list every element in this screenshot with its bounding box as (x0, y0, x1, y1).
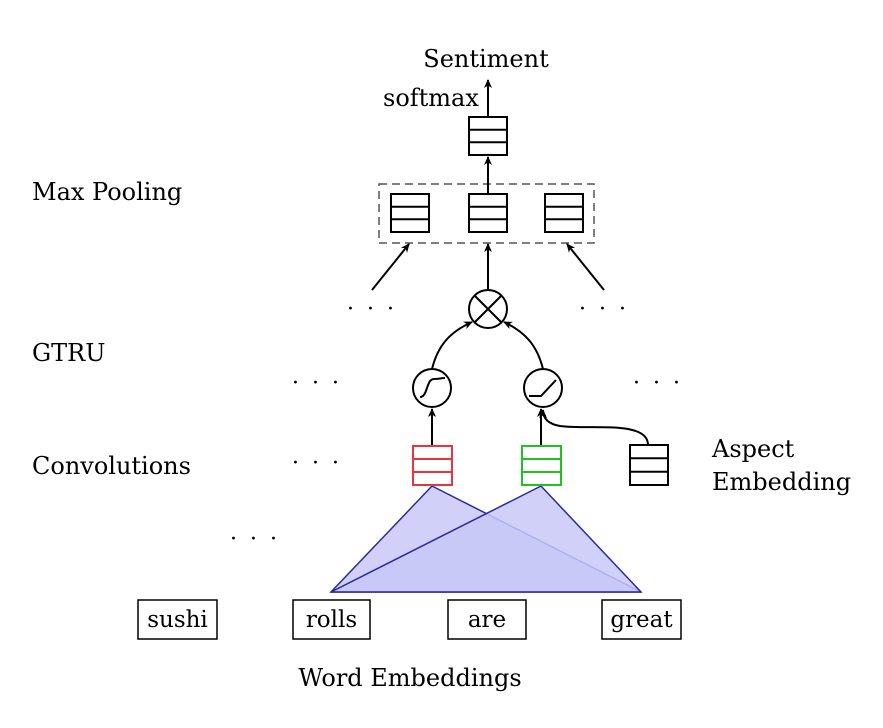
multiply-icon (468, 289, 508, 329)
ellipsis-gtru-right: · · · (633, 371, 683, 396)
ellipsis-pool-left: · · · (347, 297, 397, 322)
ellipsis-pool-right: · · · (579, 297, 629, 322)
word-text: great (610, 607, 673, 633)
gtru-label: GTRU (32, 339, 105, 367)
word-text: sushi (147, 607, 208, 633)
sentiment-label: Sentiment (423, 45, 549, 73)
pooled-vector-center (468, 193, 508, 233)
tanh-gate-icon (412, 368, 452, 408)
max-pooling-box (378, 183, 595, 244)
conv-window-right (330, 485, 643, 593)
pool-input-arrow-right (566, 243, 605, 291)
conv-filter-red (412, 445, 453, 486)
word-text: rolls (306, 607, 357, 633)
softmax-label: softmax (383, 84, 479, 112)
pooled-vector-right (544, 193, 584, 233)
aspect-label-line2: Embedding (712, 468, 851, 496)
aspect-embedding-vector (629, 444, 669, 486)
convolutions-label: Convolutions (32, 452, 191, 480)
word-box-great: great (601, 599, 682, 640)
word-box-sushi: sushi (137, 599, 218, 640)
ellipsis-window-left: · · · (230, 527, 280, 552)
aspect-to-relu-arrow (539, 409, 649, 446)
relu-to-multiply-arrow (503, 321, 544, 370)
relu-gate-icon (523, 368, 563, 408)
word-box-rolls: rolls (292, 599, 371, 640)
pool-input-arrow-left (371, 243, 410, 291)
word-embeddings-label: Word Embeddings (298, 664, 521, 692)
word-box-are: are (447, 599, 527, 640)
word-text: are (468, 607, 506, 633)
max-pooling-label: Max Pooling (32, 178, 182, 206)
pooled-vector-left (390, 193, 430, 233)
conv-filter-green (521, 445, 562, 486)
ellipsis-conv-left: · · · (292, 451, 342, 476)
tanh-to-multiply-arrow (431, 321, 473, 370)
aspect-label-line1: Aspect (711, 435, 795, 463)
ellipsis-gtru-left: · · · (292, 371, 342, 396)
output-vector (468, 116, 508, 156)
